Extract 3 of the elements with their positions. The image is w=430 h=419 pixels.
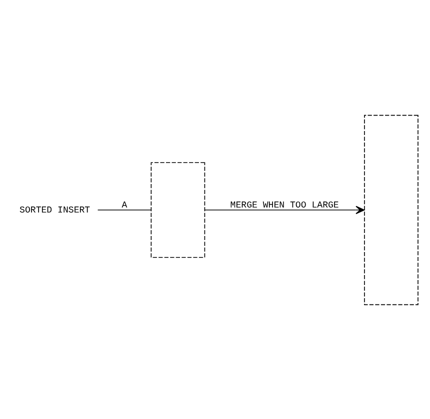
edge-label: MERGE WHEN TOO LARGE — [230, 198, 339, 210]
edge-label: A — [122, 198, 128, 210]
node-text: SORTED INSERT — [20, 204, 90, 215]
